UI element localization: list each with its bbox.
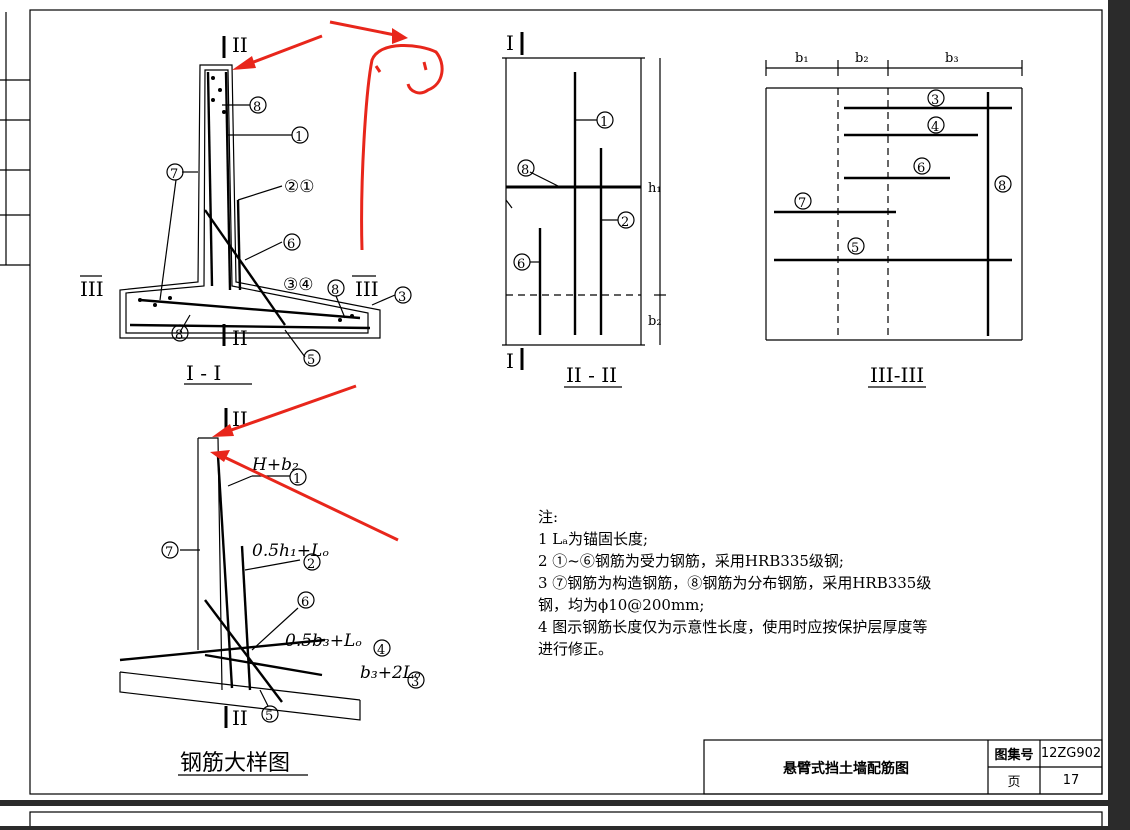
svg-text:0.5h₁+Lₒ: 0.5h₁+Lₒ: [252, 541, 329, 561]
svg-text:8: 8: [253, 100, 261, 115]
note-4: 4 图示钢筋长度仅为示意性长度，使用时应按保护层厚度等: [538, 618, 928, 636]
section-title-I-I: I - I: [186, 361, 221, 385]
svg-text:h₁: h₁: [648, 181, 662, 196]
section-I-I: II II III III 8 1 ②① 6 ③④ 8 3: [80, 33, 412, 385]
svg-text:III: III: [355, 277, 379, 301]
notes-title: 注:: [538, 508, 559, 526]
svg-text:5: 5: [265, 709, 273, 724]
page-label: 页: [1007, 775, 1021, 790]
svg-text:8: 8: [998, 179, 1006, 194]
atlas-number: 12ZG902: [1040, 746, 1102, 761]
note-1: 1 Lₐ为锚固长度;: [538, 530, 649, 548]
red-annotations: [210, 20, 444, 542]
next-page-edge: [0, 806, 1108, 830]
svg-text:4: 4: [377, 643, 385, 658]
page-number: 17: [1062, 773, 1080, 788]
bar-5-marker: [303, 349, 321, 367]
svg-text:②①: ②①: [284, 177, 314, 197]
section-title-II-II: II - II: [566, 363, 617, 387]
drawing-sheet: II II III III 8 1 ②① 6 ③④ 8 3: [0, 0, 1108, 800]
bar-8-marker: [249, 96, 267, 114]
svg-text:0.5b₃+Lₒ: 0.5b₃+Lₒ: [285, 631, 362, 651]
note-3-cont: 钢，均为ϕ10@200mm;: [538, 596, 705, 614]
svg-text:H+b₂: H+b₂: [251, 455, 299, 475]
svg-text:b₂: b₂: [648, 314, 662, 329]
svg-text:b₂: b₂: [855, 51, 869, 66]
red-hook-sketch: [360, 43, 444, 251]
svg-text:2: 2: [621, 215, 629, 230]
rebar-detail: II II H+b₂ 1 0.5h₁+Lₒ 2 7 6 0.5b₃+Lₒ 4 b…: [119, 407, 425, 776]
svg-text:I: I: [506, 349, 514, 373]
svg-text:7: 7: [798, 196, 806, 211]
svg-text:1: 1: [295, 130, 303, 145]
notes: 注: 1 Lₐ为锚固长度; 2 ①~⑥钢筋为受力钢筋，采用HRB335级钢; 3…: [538, 506, 1018, 660]
sheet-border: [29, 9, 1103, 795]
svg-text:③④: ③④: [283, 275, 313, 295]
svg-text:8: 8: [331, 283, 339, 298]
detail-title: 钢筋大样图: [180, 751, 290, 776]
svg-text:III: III: [80, 277, 104, 301]
svg-text:6: 6: [917, 161, 925, 176]
svg-text:5: 5: [307, 353, 315, 368]
wall-outline: [119, 64, 381, 339]
svg-text:6: 6: [517, 257, 525, 272]
red-arrow-2: [329, 20, 401, 38]
red-arrow-4: [221, 454, 399, 542]
svg-text:II: II: [232, 33, 248, 57]
svg-text:b₁: b₁: [795, 51, 809, 66]
title-block: [703, 739, 1103, 795]
note-4-cont: 进行修正。: [538, 640, 614, 658]
svg-text:5: 5: [851, 241, 859, 256]
svg-text:II: II: [232, 326, 248, 350]
svg-text:3: 3: [931, 93, 939, 108]
note-3: 3 ⑦钢筋为构造钢筋，⑧钢筋为分布钢筋，采用HRB335级: [538, 574, 932, 592]
note-2: 2 ①~⑥钢筋为受力钢筋，采用HRB335级钢;: [538, 552, 844, 570]
svg-text:6: 6: [287, 237, 295, 252]
svg-text:1: 1: [600, 115, 608, 130]
svg-text:b₃+2Lₒ: b₃+2Lₒ: [360, 663, 421, 683]
svg-text:8: 8: [175, 328, 183, 343]
bar-3-marker: [394, 286, 412, 304]
bar-1-marker: [291, 126, 309, 144]
section-title-III-III: III-III: [870, 363, 924, 387]
drawing-title: 悬臂式挡土墙配筋图: [783, 761, 909, 777]
section-II-II: I I 1 8 2 6 h₁ b₂ II - II: [502, 31, 666, 388]
svg-text:4: 4: [931, 120, 939, 135]
svg-text:7: 7: [170, 167, 178, 182]
section-III-III: b₁ b₂ b₃ 3 4 6 7 5 8: [765, 51, 1023, 388]
atlas-label: 图集号: [994, 748, 1034, 763]
svg-text:8: 8: [521, 163, 529, 178]
svg-text:3: 3: [398, 290, 406, 305]
svg-text:6: 6: [301, 595, 309, 610]
svg-text:II: II: [232, 706, 248, 730]
svg-text:b₃: b₃: [945, 51, 959, 66]
svg-text:I: I: [506, 31, 514, 55]
drawing-canvas: II II III III 8 1 ②① 6 ③④ 8 3: [0, 9, 1103, 795]
bar-8-marker-toe: [171, 324, 189, 342]
svg-text:3: 3: [411, 675, 419, 690]
red-arrow-3: [219, 384, 357, 436]
distribution-bars: [138, 76, 354, 322]
bar-6-marker: [283, 233, 301, 251]
svg-text:2: 2: [307, 557, 315, 572]
svg-text:1: 1: [293, 472, 301, 487]
svg-text:7: 7: [165, 545, 173, 560]
bar-7-marker: [166, 163, 184, 181]
